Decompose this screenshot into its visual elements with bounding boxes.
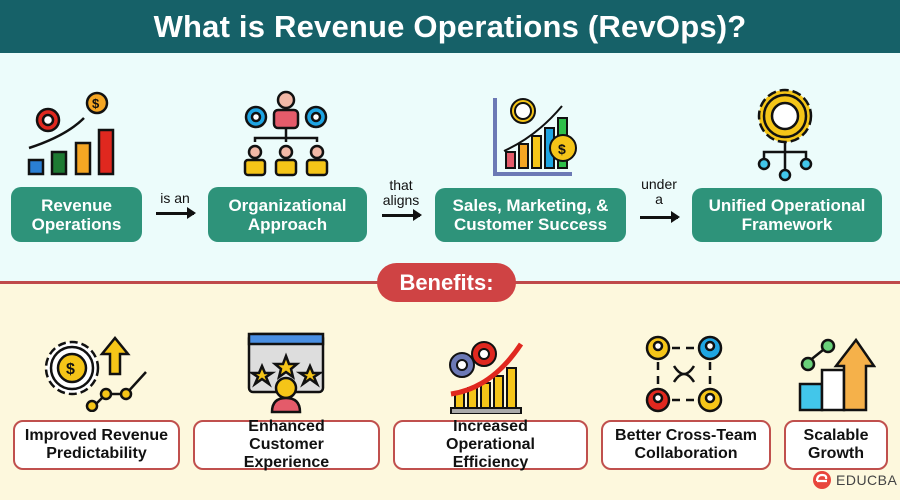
connector-label: is an [160, 190, 190, 206]
benefit-box-revenue-predictability: Improved Revenue Predictability [13, 420, 180, 470]
dollar-gear-growth-icon: $ [44, 336, 147, 412]
benefit-label: Scalable Growth [803, 427, 869, 462]
benefit-box-operational-efficiency: Increased Operational Efficiency [393, 418, 588, 471]
org-hierarchy-icon [243, 90, 329, 177]
svg-text:$: $ [66, 361, 75, 378]
brand-name: EDUCBA [836, 472, 898, 488]
educba-logo-icon [813, 471, 831, 489]
benefit-box-cross-team-collaboration: Better Cross-Team Collaboration [601, 420, 771, 470]
efficiency-chart-icon [449, 341, 524, 414]
svg-text:$: $ [558, 141, 566, 157]
connector-label: under a [641, 176, 677, 207]
benefit-box-scalable-growth: Scalable Growth [784, 420, 888, 470]
customer-rating-icon [247, 332, 325, 414]
step-box-sales-marketing-cs: Sales, Marketing, & Customer Success [435, 188, 626, 242]
sales-chart-customer-icon: $ [493, 98, 577, 176]
brand-logo: EDUCBA [812, 470, 897, 490]
gear-network-icon [757, 88, 813, 182]
arrow-icon [382, 209, 422, 221]
arrow-icon [156, 207, 196, 219]
benefit-box-customer-experience: Enhanced Customer Experience [193, 418, 380, 471]
scalable-growth-icon [798, 337, 876, 412]
svg-text:$: $ [92, 96, 100, 111]
benefit-label: Better Cross-Team Collaboration [615, 427, 757, 462]
revenue-growth-chart-icon: $ [27, 91, 115, 176]
step-label: Organizational Approach [228, 195, 347, 234]
arrow-icon [640, 211, 680, 223]
definition-section [0, 53, 900, 282]
team-collaboration-icon [645, 335, 723, 413]
step-label: Unified Operational Framework [708, 196, 866, 234]
step-box-unified-framework: Unified Operational Framework [692, 188, 882, 242]
step-box-revenue-operations: Revenue Operations [11, 187, 142, 242]
benefit-label: Increased Operational Efficiency [446, 418, 535, 471]
connector-label: that aligns [382, 177, 420, 208]
benefit-label: Enhanced Customer Experience [243, 418, 330, 471]
benefits-heading: Benefits: [377, 263, 516, 302]
page-title: What is Revenue Operations (RevOps)? [153, 8, 747, 44]
title-banner: What is Revenue Operations (RevOps)? [0, 0, 900, 53]
step-label: Sales, Marketing, & Customer Success [452, 196, 609, 234]
step-box-organizational-approach: Organizational Approach [208, 187, 367, 242]
benefit-label: Improved Revenue Predictability [24, 427, 169, 462]
step-label: Revenue Operations [31, 195, 122, 234]
